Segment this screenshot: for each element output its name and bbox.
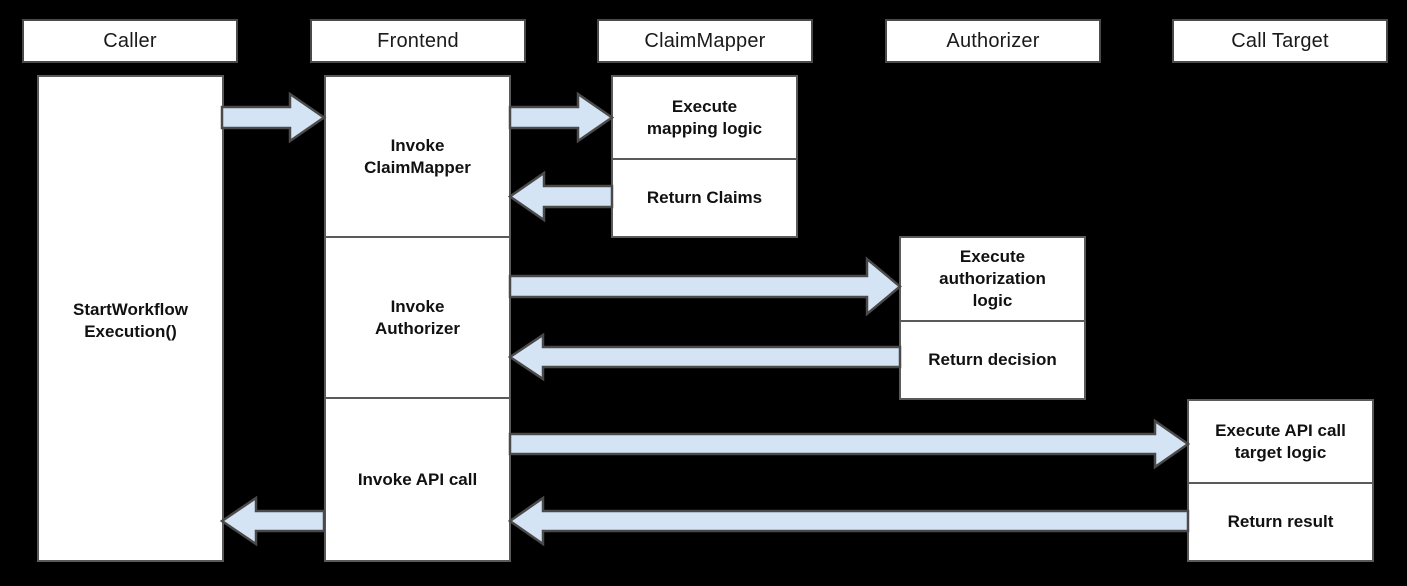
activation-claimmapper-segment-1: Return Claims [613,158,796,236]
message-arrow-frontend-to-authorizer[interactable] [508,256,902,317]
message-arrow-frontend-to-calltarget[interactable] [508,418,1191,470]
lifeline-header-caller-label: Caller [103,29,157,52]
lifeline-header-frontend-label: Frontend [377,29,459,52]
lifeline-header-calltarget-label: Call Target [1231,29,1329,52]
lifeline-header-claimmapper-label: ClaimMapper [644,29,766,52]
message-arrow-authorizer-to-frontend[interactable] [507,332,902,382]
message-arrow-caller-to-frontend[interactable] [220,91,327,144]
lifeline-header-calltarget[interactable]: Call Target [1172,19,1388,63]
lifeline-header-caller[interactable]: Caller [22,19,238,63]
activation-frontend-segment-2: Invoke API call [326,397,509,560]
message-arrow-frontend-to-caller[interactable] [219,495,326,547]
lifeline-header-claimmapper[interactable]: ClaimMapper [597,19,813,63]
message-arrow-claimmapper-to-frontend[interactable] [507,170,614,223]
lifeline-header-frontend[interactable]: Frontend [310,19,526,63]
activation-authorizer-segment-1: Return decision [901,320,1084,398]
message-arrow-frontend-to-claimmapper[interactable] [508,91,615,144]
activation-calltarget-segment-1: Return result [1189,482,1372,560]
lifeline-header-authorizer[interactable]: Authorizer [885,19,1101,63]
message-arrow-calltarget-to-frontend[interactable] [507,495,1190,547]
lifeline-header-authorizer-label: Authorizer [946,29,1040,52]
